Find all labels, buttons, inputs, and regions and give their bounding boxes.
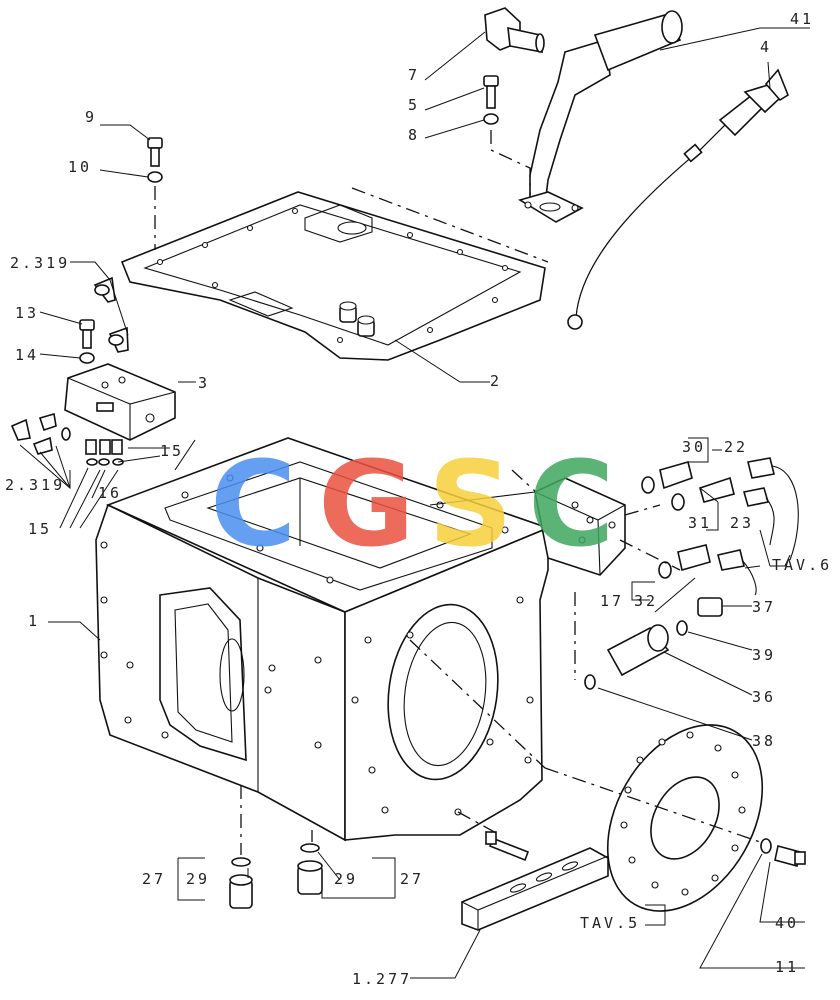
- plug-part-37: [697, 597, 723, 617]
- plug-part-27-left: [229, 874, 253, 909]
- label-36: 36: [752, 688, 776, 706]
- label-tav5: TAV.5: [580, 914, 640, 932]
- label-2: 2: [490, 372, 502, 390]
- leader-lines: [19, 27, 810, 979]
- label-1: 1: [28, 612, 40, 630]
- label-2319-bottom: 2.319: [5, 476, 65, 494]
- bolt-part-13: [79, 319, 95, 349]
- label-1277: 1.277: [352, 970, 412, 988]
- label-30: 30: [682, 438, 706, 456]
- bracket-part-1277: [461, 831, 609, 931]
- o-rings-part-15: [61, 427, 124, 466]
- o-ring-part-38: [584, 674, 596, 690]
- label-7: 7: [408, 66, 420, 84]
- label-41: 41: [790, 10, 814, 28]
- valve-block-part-3: [64, 363, 176, 441]
- label-29-left: 29: [186, 870, 210, 888]
- label-5: 5: [408, 96, 420, 114]
- watermark-logo: C G S C: [210, 435, 615, 573]
- label-16: 16: [98, 484, 122, 502]
- label-13: 13: [15, 304, 39, 322]
- bolt-part-5: [483, 75, 499, 109]
- bolt-part-40: [774, 845, 806, 867]
- washer-part-14: [79, 352, 95, 364]
- label-3: 3: [198, 374, 210, 392]
- label-32: 32: [634, 592, 658, 610]
- label-38: 38: [752, 732, 776, 750]
- o-ring-part-29-left: [231, 857, 251, 867]
- label-14: 14: [15, 346, 39, 364]
- o-ring-part-39: [676, 620, 688, 636]
- pipe-connectors-tav6: [717, 457, 799, 596]
- plug-part-27-right: [297, 860, 323, 895]
- label-39: 39: [752, 646, 776, 664]
- label-8: 8: [408, 126, 420, 144]
- watermark-letter-4: C: [528, 435, 615, 573]
- cover-bolt-holes: [156, 207, 509, 344]
- dipstick-part-4: [567, 68, 789, 330]
- shaft-part-36: [606, 624, 670, 677]
- label-27-right: 27: [400, 870, 424, 888]
- housing-bolt-holes: [100, 474, 534, 816]
- housing-part-1: [95, 437, 551, 842]
- label-9: 9: [85, 108, 97, 126]
- label-15-left: 15: [28, 520, 52, 538]
- watermark-letter-2: G: [318, 435, 415, 573]
- elbow-fittings-part-2319: [10, 276, 129, 455]
- watermark-letter-1: C: [210, 435, 297, 573]
- label-23: 23: [730, 514, 754, 532]
- label-40: 40: [775, 914, 799, 932]
- washer-part-10: [147, 171, 163, 183]
- disc-holes: [620, 731, 746, 896]
- plugs-part-16: [85, 439, 123, 455]
- label-22: 22: [724, 438, 748, 456]
- label-17: 17: [600, 592, 624, 610]
- watermark-letter-3: S: [428, 435, 513, 573]
- label-2319-top: 2.319: [10, 254, 70, 272]
- part-labels: 41 4 7 5 8 9 10 2.319 13 14 3 2 15 2.319…: [5, 10, 832, 988]
- cover-bosses: [339, 301, 375, 337]
- bolt-part-9: [147, 137, 163, 167]
- label-tav6: TAV.6: [772, 556, 832, 574]
- fittings-part-30-31-32: [641, 461, 735, 579]
- label-10: 10: [68, 158, 92, 176]
- breather-part-7: [484, 7, 545, 53]
- disc-tav5: [606, 724, 764, 912]
- label-37: 37: [752, 598, 776, 616]
- label-11: 11: [775, 958, 799, 976]
- label-4: 4: [760, 38, 772, 56]
- washer-part-11: [760, 838, 772, 854]
- cover-plate-part-2: [120, 191, 546, 361]
- label-15-right: 15: [160, 442, 184, 460]
- filler-tube-part-41: [518, 10, 683, 223]
- hydraulic-block-right: [534, 477, 626, 576]
- label-27-left: 27: [142, 870, 166, 888]
- o-ring-part-29-right: [300, 843, 320, 853]
- washer-part-8: [483, 113, 499, 125]
- label-31: 31: [688, 514, 712, 532]
- label-29-right: 29: [334, 870, 358, 888]
